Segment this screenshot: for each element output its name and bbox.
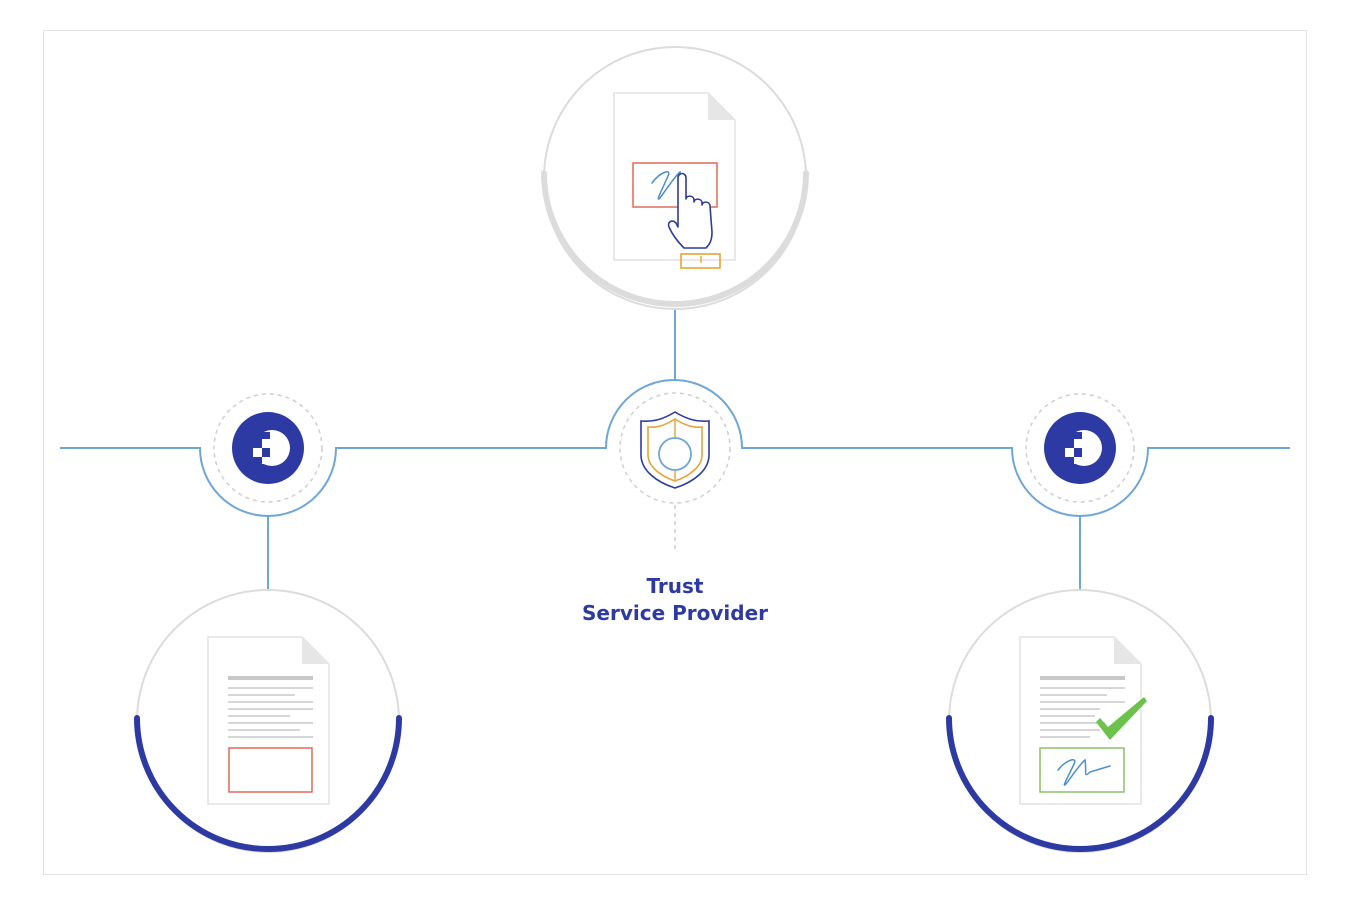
tsp-label-line1: Trust [646, 574, 704, 598]
docusign-node-left [213, 393, 323, 503]
document-text-lines [228, 676, 313, 738]
signed-document-step [946, 589, 1214, 853]
signing-step [541, 46, 809, 310]
bottom-left-arc [134, 715, 402, 852]
document-text-lines [1040, 676, 1125, 738]
empty-signature-field [228, 747, 313, 793]
docusign-logo-icon [1044, 412, 1116, 484]
shield-icon [640, 411, 710, 489]
docusign-node-right [1025, 393, 1135, 503]
bottom-right-arc [946, 715, 1214, 852]
trust-service-provider-label: Trust Service Provider [545, 573, 805, 627]
docusign-logo-icon [232, 412, 304, 484]
document-fold [1114, 637, 1141, 664]
trust-service-provider-node [619, 392, 731, 504]
pointing-hand-icon [667, 172, 721, 269]
document-fold [708, 93, 735, 120]
checkmark-icon [1096, 697, 1147, 740]
signature-field [632, 162, 718, 208]
top-circle-arc [541, 170, 809, 307]
document-fold [302, 637, 329, 664]
unsigned-document-step [134, 589, 402, 853]
connector-lines [60, 308, 1290, 590]
signature-icon [1057, 758, 1111, 786]
tsp-label-line2: Service Provider [581, 601, 768, 625]
signed-signature-field [1039, 747, 1125, 793]
diagram-frame [43, 30, 1307, 875]
